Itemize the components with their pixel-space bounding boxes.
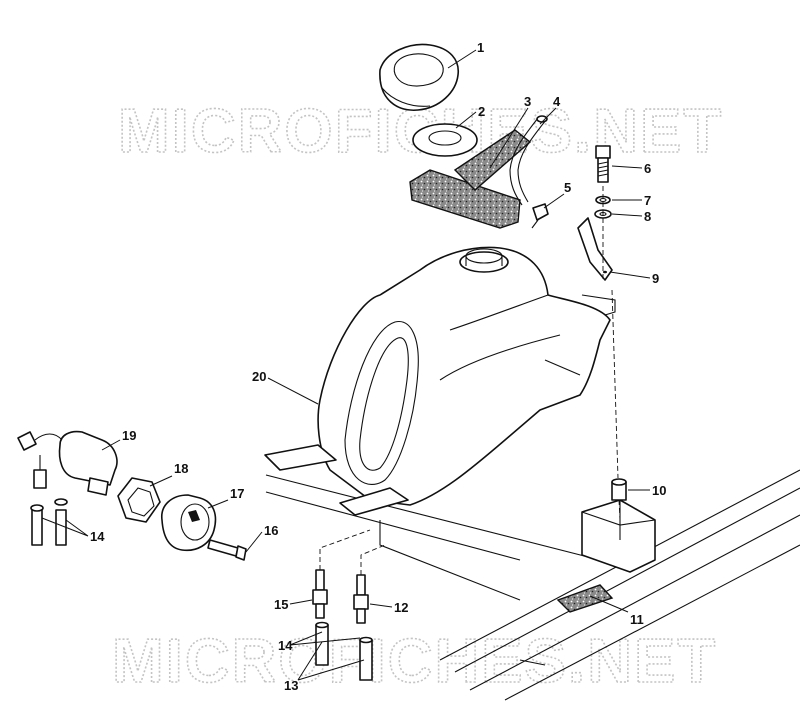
callout-5: 5 <box>564 180 571 195</box>
bolt <box>595 145 611 183</box>
callout-12: 12 <box>394 600 408 615</box>
callout-10: 10 <box>652 483 666 498</box>
frame-rails <box>265 469 800 701</box>
callout-labels: 1 2 3 4 5 6 7 8 9 10 11 12 13 14 14 15 1… <box>90 40 666 693</box>
callout-14-bottom: 14 <box>278 638 293 653</box>
vent-hose <box>509 115 548 206</box>
fuel-cap <box>379 43 459 111</box>
callout-20: 20 <box>252 369 266 384</box>
decal-pad <box>556 584 614 613</box>
callout-16: 16 <box>264 523 278 538</box>
callout-8: 8 <box>644 209 651 224</box>
callout-6: 6 <box>644 161 651 176</box>
callout-19: 19 <box>122 428 136 443</box>
callout-11: 11 <box>630 612 644 627</box>
callout-3: 3 <box>524 94 531 109</box>
callout-2: 2 <box>478 104 485 119</box>
spacer <box>611 289 627 521</box>
cap-gasket <box>412 123 478 157</box>
fuel-filter <box>17 430 118 496</box>
mount-studs <box>312 529 386 624</box>
callout-4: 4 <box>553 94 561 109</box>
fuel-tank <box>264 246 616 516</box>
vent-fitting <box>531 203 549 229</box>
callout-1: 1 <box>477 40 484 55</box>
callout-9: 9 <box>652 271 659 286</box>
tank-bracket <box>577 186 613 281</box>
left-hoses <box>30 498 68 546</box>
callout-17: 17 <box>230 486 244 501</box>
hex-nut <box>117 477 161 523</box>
screw <box>207 539 247 561</box>
callout-7: 7 <box>644 193 651 208</box>
callout-13: 13 <box>284 678 298 693</box>
lower-grommets <box>315 621 373 681</box>
foam-pads <box>409 129 532 229</box>
watermark-bottom: MICROFICHES.NET <box>112 627 717 696</box>
leader-lines <box>41 49 651 681</box>
callout-15: 15 <box>274 597 288 612</box>
callout-14-left: 14 <box>90 529 105 544</box>
callout-18: 18 <box>174 461 188 476</box>
filter-housing <box>161 494 217 552</box>
